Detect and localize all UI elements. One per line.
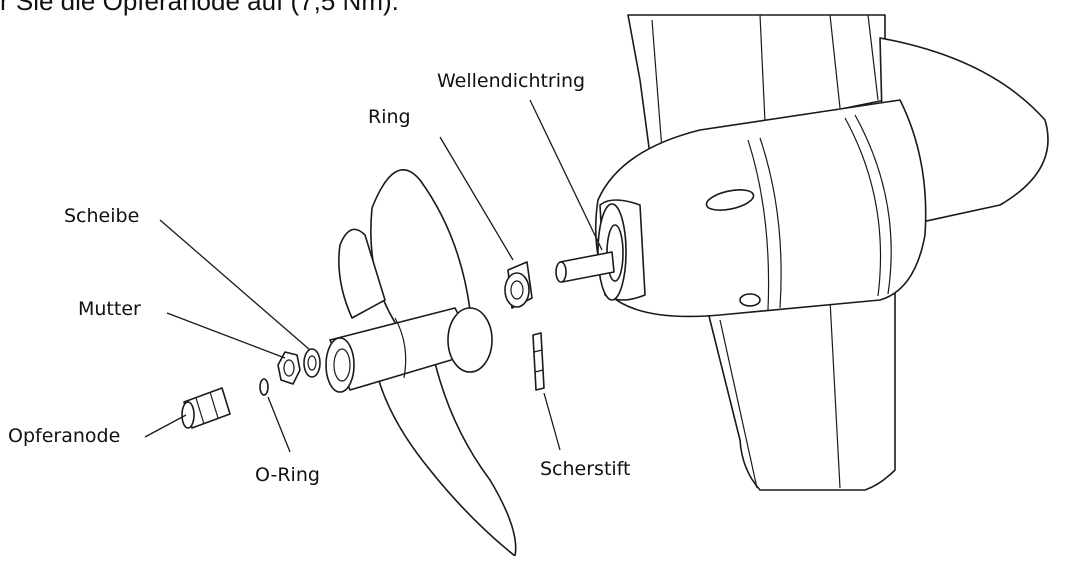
leader-o-ring [267,396,291,453]
o-ring-part [259,378,269,396]
label-scherstift: Scherstift [540,458,631,480]
leader-scheibe [159,219,311,351]
label-wellendichtring: Wellendichtring [437,70,586,92]
nut-part [277,351,301,385]
propeller-part [325,169,517,557]
label-mutter: Mutter [78,298,141,320]
leader-scherstift [543,392,561,451]
anode-part [181,387,231,429]
label-o-ring: O-Ring [255,464,320,486]
instruction-text: r Sie die Opferanode auf (7,5 Nm). [0,0,399,16]
leader-ring [439,136,514,261]
label-ring: Ring [368,106,411,128]
ring-part [504,261,533,309]
washer-part [303,348,321,378]
motor-housing [594,14,1049,491]
leader-mutter [166,312,286,359]
label-opferanode: Opferanode [8,425,121,447]
leader-opferanode [144,414,187,438]
leader-wellendichtring [529,99,603,251]
label-scheibe: Scheibe [64,205,140,227]
shear-pin-part [532,332,545,391]
propeller-shaft [555,251,615,283]
